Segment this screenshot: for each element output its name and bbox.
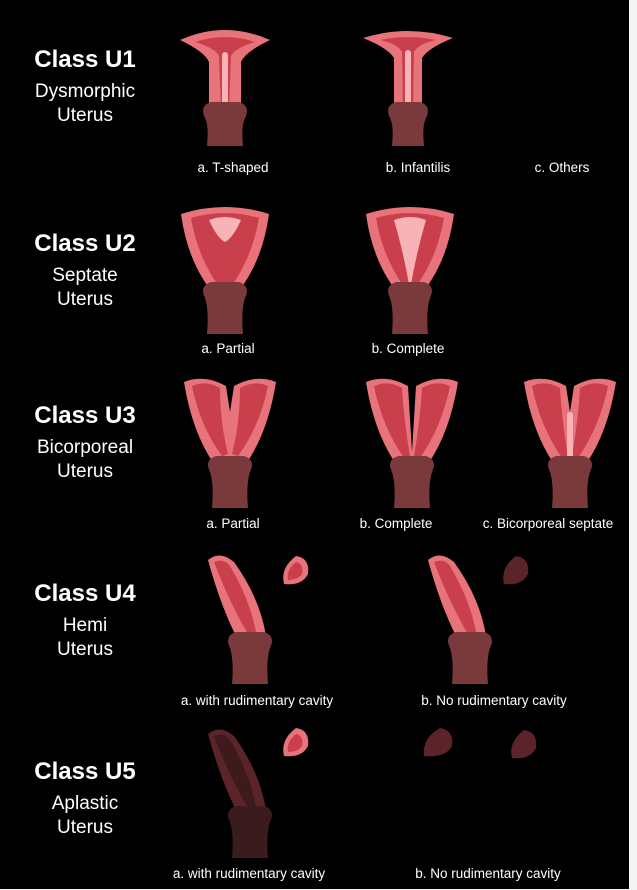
subtitle-line: Dysmorphic [0,80,170,104]
class-subtitle: Dysmorphic Uterus [0,80,170,128]
class-subtitle: Bicorporeal Uterus [0,436,170,484]
uterus-septate-complete-illustration [360,198,460,338]
uterus-t-shaped-illustration [175,22,275,152]
subtitle-line: Aplastic [0,792,170,816]
uterus-bicorporeal-partial-illustration [180,372,280,512]
subtitle-line: Uterus [0,104,170,128]
caption-u2-a: a. Partial [201,341,254,356]
class-title: Class U2 [0,230,170,258]
subtitle-line: Uterus [0,816,170,840]
caption-u5-a: a. with rudimentary cavity [173,866,325,881]
caption-u1-a: a. T-shaped [197,160,268,175]
uterus-infantilis-illustration [358,22,458,152]
subtitle-line: Uterus [0,288,170,312]
subtitle-line: Uterus [0,638,170,662]
uterus-hemi-no-cavity-illustration [420,548,540,688]
class-title: Class U5 [0,758,170,786]
row-label-u3: Class U3 Bicorporeal Uterus [0,402,170,484]
row-label-u1: Class U1 Dysmorphic Uterus [0,46,170,128]
caption-u3-a: a. Partial [206,516,259,531]
row-label-u2: Class U2 Septate Uterus [0,230,170,312]
class-subtitle: Hemi Uterus [0,614,170,662]
caption-u1-c: c. Others [535,160,590,175]
class-subtitle: Septate Uterus [0,264,170,312]
row-label-u4: Class U4 Hemi Uterus [0,580,170,662]
class-subtitle: Aplastic Uterus [0,792,170,840]
subtitle-line: Bicorporeal [0,436,170,460]
caption-u3-c: c. Bicorporeal septate [483,516,614,531]
uterus-hemi-with-cavity-illustration [200,548,320,688]
uterus-bicorporeal-septate-illustration [520,372,620,512]
uterus-bicorporeal-complete-illustration [362,372,462,512]
uterus-septate-partial-illustration [175,198,275,338]
class-title: Class U1 [0,46,170,74]
class-title: Class U3 [0,402,170,430]
subtitle-line: Hemi [0,614,170,638]
uterus-aplastic-with-cavity-illustration [200,722,320,862]
row-label-u5: Class U5 Aplastic Uterus [0,758,170,840]
caption-u3-b: b. Complete [360,516,433,531]
caption-u2-b: b. Complete [372,341,445,356]
subtitle-line: Uterus [0,460,170,484]
uterus-aplastic-no-cavity-illustration [420,722,570,792]
caption-u5-b: b. No rudimentary cavity [415,866,561,881]
caption-u4-b: b. No rudimentary cavity [421,693,567,708]
caption-u4-a: a. with rudimentary cavity [181,693,333,708]
subtitle-line: Septate [0,264,170,288]
class-title: Class U4 [0,580,170,608]
caption-u1-b: b. Infantilis [386,160,451,175]
